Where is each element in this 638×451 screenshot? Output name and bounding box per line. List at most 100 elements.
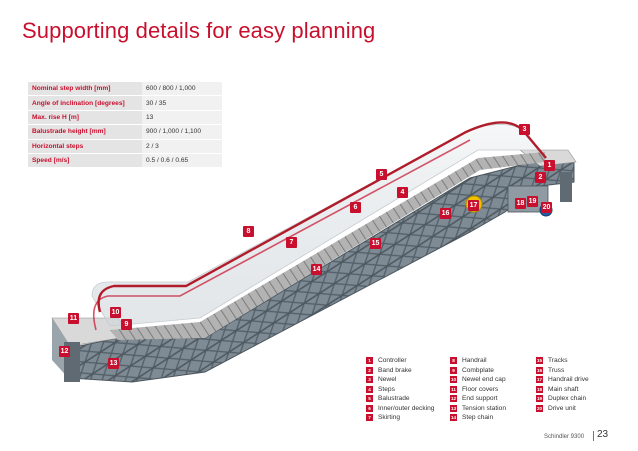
legend-number: 17: [536, 376, 543, 384]
legend-item: 13 Tension station: [450, 404, 506, 414]
legend-label: Main shaft: [548, 385, 579, 393]
spec-row: Speed [m/s]0.5 / 0.6 / 0.65: [28, 153, 222, 169]
legend-number: 12: [450, 395, 457, 403]
callout-tag: 4: [397, 187, 408, 198]
callout-tag: 20: [541, 202, 552, 213]
callout-tag: 9: [121, 319, 132, 330]
page-title: Supporting details for easy planning: [22, 18, 376, 43]
callout-tag: 14: [311, 264, 322, 275]
legend-item: 18 Main shaft: [536, 385, 589, 395]
legend-number: 16: [536, 366, 543, 374]
spec-value: 13: [142, 110, 222, 126]
legend-label: Drive unit: [548, 404, 576, 412]
spec-value: 2 / 3: [142, 139, 222, 154]
legend-item: 15 Tracks: [536, 356, 589, 366]
callout-tag: 11: [68, 313, 79, 324]
legend-number: 4: [366, 385, 373, 393]
spec-label: Nominal step width [mm]: [28, 82, 142, 97]
legend-label: Skirting: [378, 414, 400, 422]
spec-label: Speed [m/s]: [28, 153, 142, 169]
legend-label: Handrail drive: [548, 376, 589, 384]
legend-item: 4 Steps: [366, 385, 434, 395]
legend-label: End support: [462, 395, 498, 403]
legend-number: 8: [450, 357, 457, 365]
callout-tag: 6: [350, 202, 361, 213]
legend-item: 14 Step chain: [450, 413, 506, 423]
legend-label: Band brake: [378, 366, 412, 374]
legend-label: Steps: [378, 385, 395, 393]
footer-divider: [593, 431, 594, 441]
legend-label: Newel end cap: [462, 376, 506, 384]
legend-label: Floor covers: [462, 385, 499, 393]
legend-label: Truss: [548, 366, 565, 374]
legend-item: 2 Band brake: [366, 366, 434, 376]
footer-brand: Schindler 9300: [544, 434, 585, 440]
legend-item: 16 Truss: [536, 366, 589, 376]
spec-value: 0.5 / 0.6 / 0.65: [142, 153, 222, 169]
legend-item: 5 Balustrade: [366, 394, 434, 404]
callout-tag: 19: [527, 196, 538, 207]
legend-number: 15: [536, 357, 543, 365]
callout-tag: 15: [370, 238, 381, 249]
legend-item: 19 Duplex chain: [536, 394, 589, 404]
legend-label: Tracks: [548, 357, 568, 365]
callout-tag: 13: [108, 358, 119, 369]
legend-number: 13: [450, 404, 457, 412]
callout-tag: 16: [440, 208, 451, 219]
spec-value: 600 / 800 / 1,000: [142, 82, 222, 97]
callout-tag: 7: [286, 237, 297, 248]
page-number: 23: [597, 429, 609, 440]
spec-label: Horizontal steps: [28, 139, 142, 154]
legend-label: Balustrade: [378, 395, 410, 403]
legend-number: 11: [450, 385, 457, 393]
callout-tag: 10: [110, 307, 121, 318]
legend-label: Controller: [378, 357, 407, 365]
legend-number: 14: [450, 414, 457, 422]
legend-number: 9: [450, 366, 457, 374]
legend-number: 18: [536, 385, 543, 393]
legend-number: 10: [450, 376, 457, 384]
truss: [69, 159, 575, 383]
legend-label: Duplex chain: [548, 395, 587, 403]
callout-tag: 3: [519, 124, 530, 135]
callout-tag: 17: [468, 200, 479, 211]
spec-row: Angle of inclination [degrees]30 / 35: [28, 95, 222, 111]
spec-label: Angle of inclination [degrees]: [28, 95, 142, 111]
legend-item: 10 Newel end cap: [450, 375, 506, 385]
callout-tag: 8: [243, 226, 254, 237]
legend-item: 20 Drive unit: [536, 404, 589, 414]
callout-tag: 2: [535, 172, 546, 183]
spec-table: Nominal step width [mm]600 / 800 / 1,000…: [28, 82, 222, 169]
legend-number: 5: [366, 395, 373, 403]
legend-label: Tension station: [462, 404, 506, 412]
legend-number: 2: [366, 366, 373, 374]
legend-number: 7: [366, 414, 373, 422]
spec-row: Max. rise H [m]13: [28, 110, 222, 126]
legend-label: Inner/outer decking: [378, 404, 435, 412]
callout-tag: 1: [544, 160, 555, 171]
legend-item: 7 Skirting: [366, 413, 434, 423]
legend-label: Handrail: [462, 357, 487, 365]
legend-label: Step chain: [462, 414, 494, 422]
handrail: [97, 121, 547, 313]
legend-item: 11 Floor covers: [450, 385, 506, 395]
spec-row: Nominal step width [mm]600 / 800 / 1,000: [28, 82, 222, 97]
legend-item: 6 Inner/outer decking: [366, 404, 434, 414]
legend-item: 12 End support: [450, 394, 506, 404]
legend-item: 8 Handrail: [450, 356, 506, 366]
legend-number: 6: [366, 404, 373, 412]
spec-label: Balustrade height [mm]: [28, 124, 142, 140]
legend-column-3: 15 Tracks 16 Truss 17 Handrail drive 18 Main…: [536, 356, 589, 413]
callout-tag: 5: [376, 169, 387, 180]
legend-number: 19: [536, 395, 543, 403]
spec-row: Balustrade height [mm]900 / 1,000 / 1,10…: [28, 124, 222, 140]
callout-tag: 18: [515, 198, 526, 209]
legend-number: 20: [536, 404, 543, 412]
callout-tag: 12: [59, 346, 70, 357]
